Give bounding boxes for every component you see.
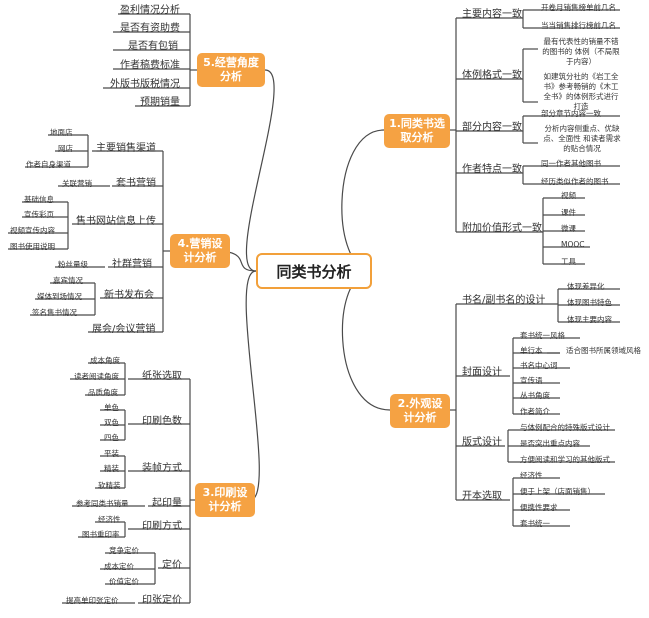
b2-topic-layout-design: 版式设计 — [462, 437, 502, 448]
b1-item: 如建筑分社的《岩工全书》参考畅销的《木工全书》的体例形式进行打造 — [543, 72, 619, 111]
b1-topic-partial-content: 部分内容一致 — [462, 122, 522, 133]
b5-topic: 是否有资助费 — [120, 23, 180, 34]
center-topic: 同类书分析 — [256, 253, 372, 289]
b1-topic-author: 作者特点一致 — [462, 164, 522, 175]
b5-topic: 外版书版税情况 — [110, 79, 180, 90]
b4-item: 关联营销 — [62, 179, 92, 188]
b2-topic-title-design: 书名/副书名的设计 — [462, 295, 546, 306]
b4-item: 视频宣传内容 — [10, 226, 55, 235]
b3-item: 图书重印率 — [82, 530, 120, 539]
b5-topic: 作者稿费标准 — [120, 60, 180, 71]
b1-topic-main-content: 主要内容一致 — [462, 9, 522, 20]
b2-item: 作者简介 — [520, 407, 550, 416]
branch-print-design: 3.印刷设计分析 — [195, 483, 255, 517]
b1-item: 同一作者其他图书 — [541, 159, 601, 168]
b5-topic: 盈利情况分析 — [120, 5, 180, 16]
b3-topic-colors: 印刷色数 — [142, 416, 182, 427]
b3-item: 四色 — [104, 433, 119, 442]
b3-topic-print-method: 印刷方式 — [142, 521, 182, 532]
branch-marketing-design: 4.营销设计分析 — [170, 234, 230, 268]
b4-item: 宣传彩页 — [24, 210, 54, 219]
b1-item: 开卷月销售榜单前几名 — [541, 3, 616, 12]
b3-item: 价值定价 — [109, 577, 139, 586]
b3-item: 单色 — [104, 403, 119, 412]
b1-item: 工具 — [561, 257, 576, 266]
b1-item: 课件 — [561, 208, 576, 217]
b3-item: 读者阅读角度 — [74, 372, 119, 381]
branch-similar-book-selection: 1.同类书选取分析 — [384, 114, 450, 148]
b2-item: 便于上架（店面销售） — [520, 487, 595, 496]
b4-topic-exhibition: 展会/会议营销 — [92, 324, 156, 335]
b2-item: 书名中心词 — [520, 361, 558, 370]
b2-item: 与体例配合的特殊版式设计 — [520, 423, 610, 432]
b1-item: 当当销售排行榜前几名 — [541, 21, 616, 30]
b4-item: 嘉宾情况 — [53, 276, 83, 285]
b3-item: 精装 — [104, 464, 119, 473]
b1-item: 分析内容侧重点、优缺点、全面性 和读者需求的贴合情况 — [543, 124, 621, 153]
b3-item: 经济性 — [98, 515, 121, 524]
b2-item: 丛书角度 — [520, 391, 550, 400]
b4-item: 基础信息 — [24, 195, 54, 204]
b3-item: 软精装 — [98, 481, 121, 490]
b3-item: 竞争定价 — [109, 546, 139, 555]
b2-item: 方便阅读和学习的其他版式 — [520, 455, 610, 464]
b1-item: MOOC — [561, 240, 585, 249]
b3-item: 品质角度 — [88, 388, 118, 397]
b5-topic: 预期销量 — [140, 97, 180, 108]
b4-topic-community: 社群营销 — [112, 259, 152, 270]
b2-item: 便携性要求 — [520, 503, 558, 512]
b3-topic-paper: 纸张选取 — [142, 371, 182, 382]
b4-topic-website-upload: 售书网站信息上传 — [76, 216, 156, 227]
branch-business-analysis: 5.经营角度分析 — [197, 53, 265, 87]
b4-topic-launch-event: 新书发布会 — [104, 290, 154, 301]
b2-item: 经济性 — [520, 471, 543, 480]
b3-item: 成本角度 — [90, 356, 120, 365]
branch-appearance-design: 2.外观设计分析 — [390, 394, 450, 428]
b4-item: 地面店 — [50, 128, 73, 137]
b3-item: 提高单印张定价 — [66, 596, 119, 605]
b4-item: 媒体到场情况 — [37, 292, 82, 301]
b4-item: 图书使用说明 — [10, 242, 55, 251]
b1-topic-format: 体例格式一致 — [462, 70, 522, 81]
b3-topic-print-run: 起印量 — [152, 498, 182, 509]
b4-item: 作者自身渠道 — [26, 160, 71, 169]
b1-topic-added-value: 附加价值形式一致 — [462, 223, 542, 234]
b2-topic-format-size: 开本选取 — [462, 491, 502, 502]
b3-item: 平装 — [104, 449, 119, 458]
b5-topic: 是否有包销 — [128, 41, 178, 52]
b2-item: 套书统一风格 — [520, 331, 565, 340]
b2-item: 体现主要内容 — [567, 315, 612, 324]
b4-item: 网店 — [58, 144, 73, 153]
b3-item: 双色 — [104, 418, 119, 427]
b2-topic-cover-design: 封面设计 — [462, 367, 502, 378]
b4-topic-channels: 主要销售渠道 — [96, 143, 156, 154]
b4-topic-set-marketing: 套书营销 — [116, 178, 156, 189]
b3-item: 参考同类书销量 — [76, 499, 129, 508]
b2-item: 体现图书特色 — [567, 298, 612, 307]
b3-topic-binding: 装帧方式 — [142, 463, 182, 474]
b1-item: 最有代表性的销量不错的图书的 体例（不局限于内容） — [542, 37, 620, 66]
b2-item: 体现差异化 — [567, 282, 605, 291]
b2-item: 套书统一 — [520, 519, 550, 528]
b1-item: 视频 — [561, 191, 576, 200]
b4-item: 签名售书情况 — [32, 308, 77, 317]
b1-item: 经历类似作者的图书 — [541, 177, 609, 186]
b4-item: 粉丝量级 — [58, 260, 88, 269]
b2-item: 单行本 — [520, 346, 543, 355]
b3-topic-sheet-pricing: 印张定价 — [142, 595, 182, 606]
b3-topic-pricing: 定价 — [162, 560, 182, 571]
b3-item: 成本定价 — [104, 562, 134, 571]
b2-item: 宣传语 — [520, 376, 543, 385]
b2-item: 是否突出重点内容 — [520, 439, 580, 448]
b1-item: 部分章节内容一致 — [541, 109, 601, 118]
b1-item: 微课 — [561, 224, 576, 233]
b2-item: 适合图书所属领域风格 — [566, 346, 641, 355]
